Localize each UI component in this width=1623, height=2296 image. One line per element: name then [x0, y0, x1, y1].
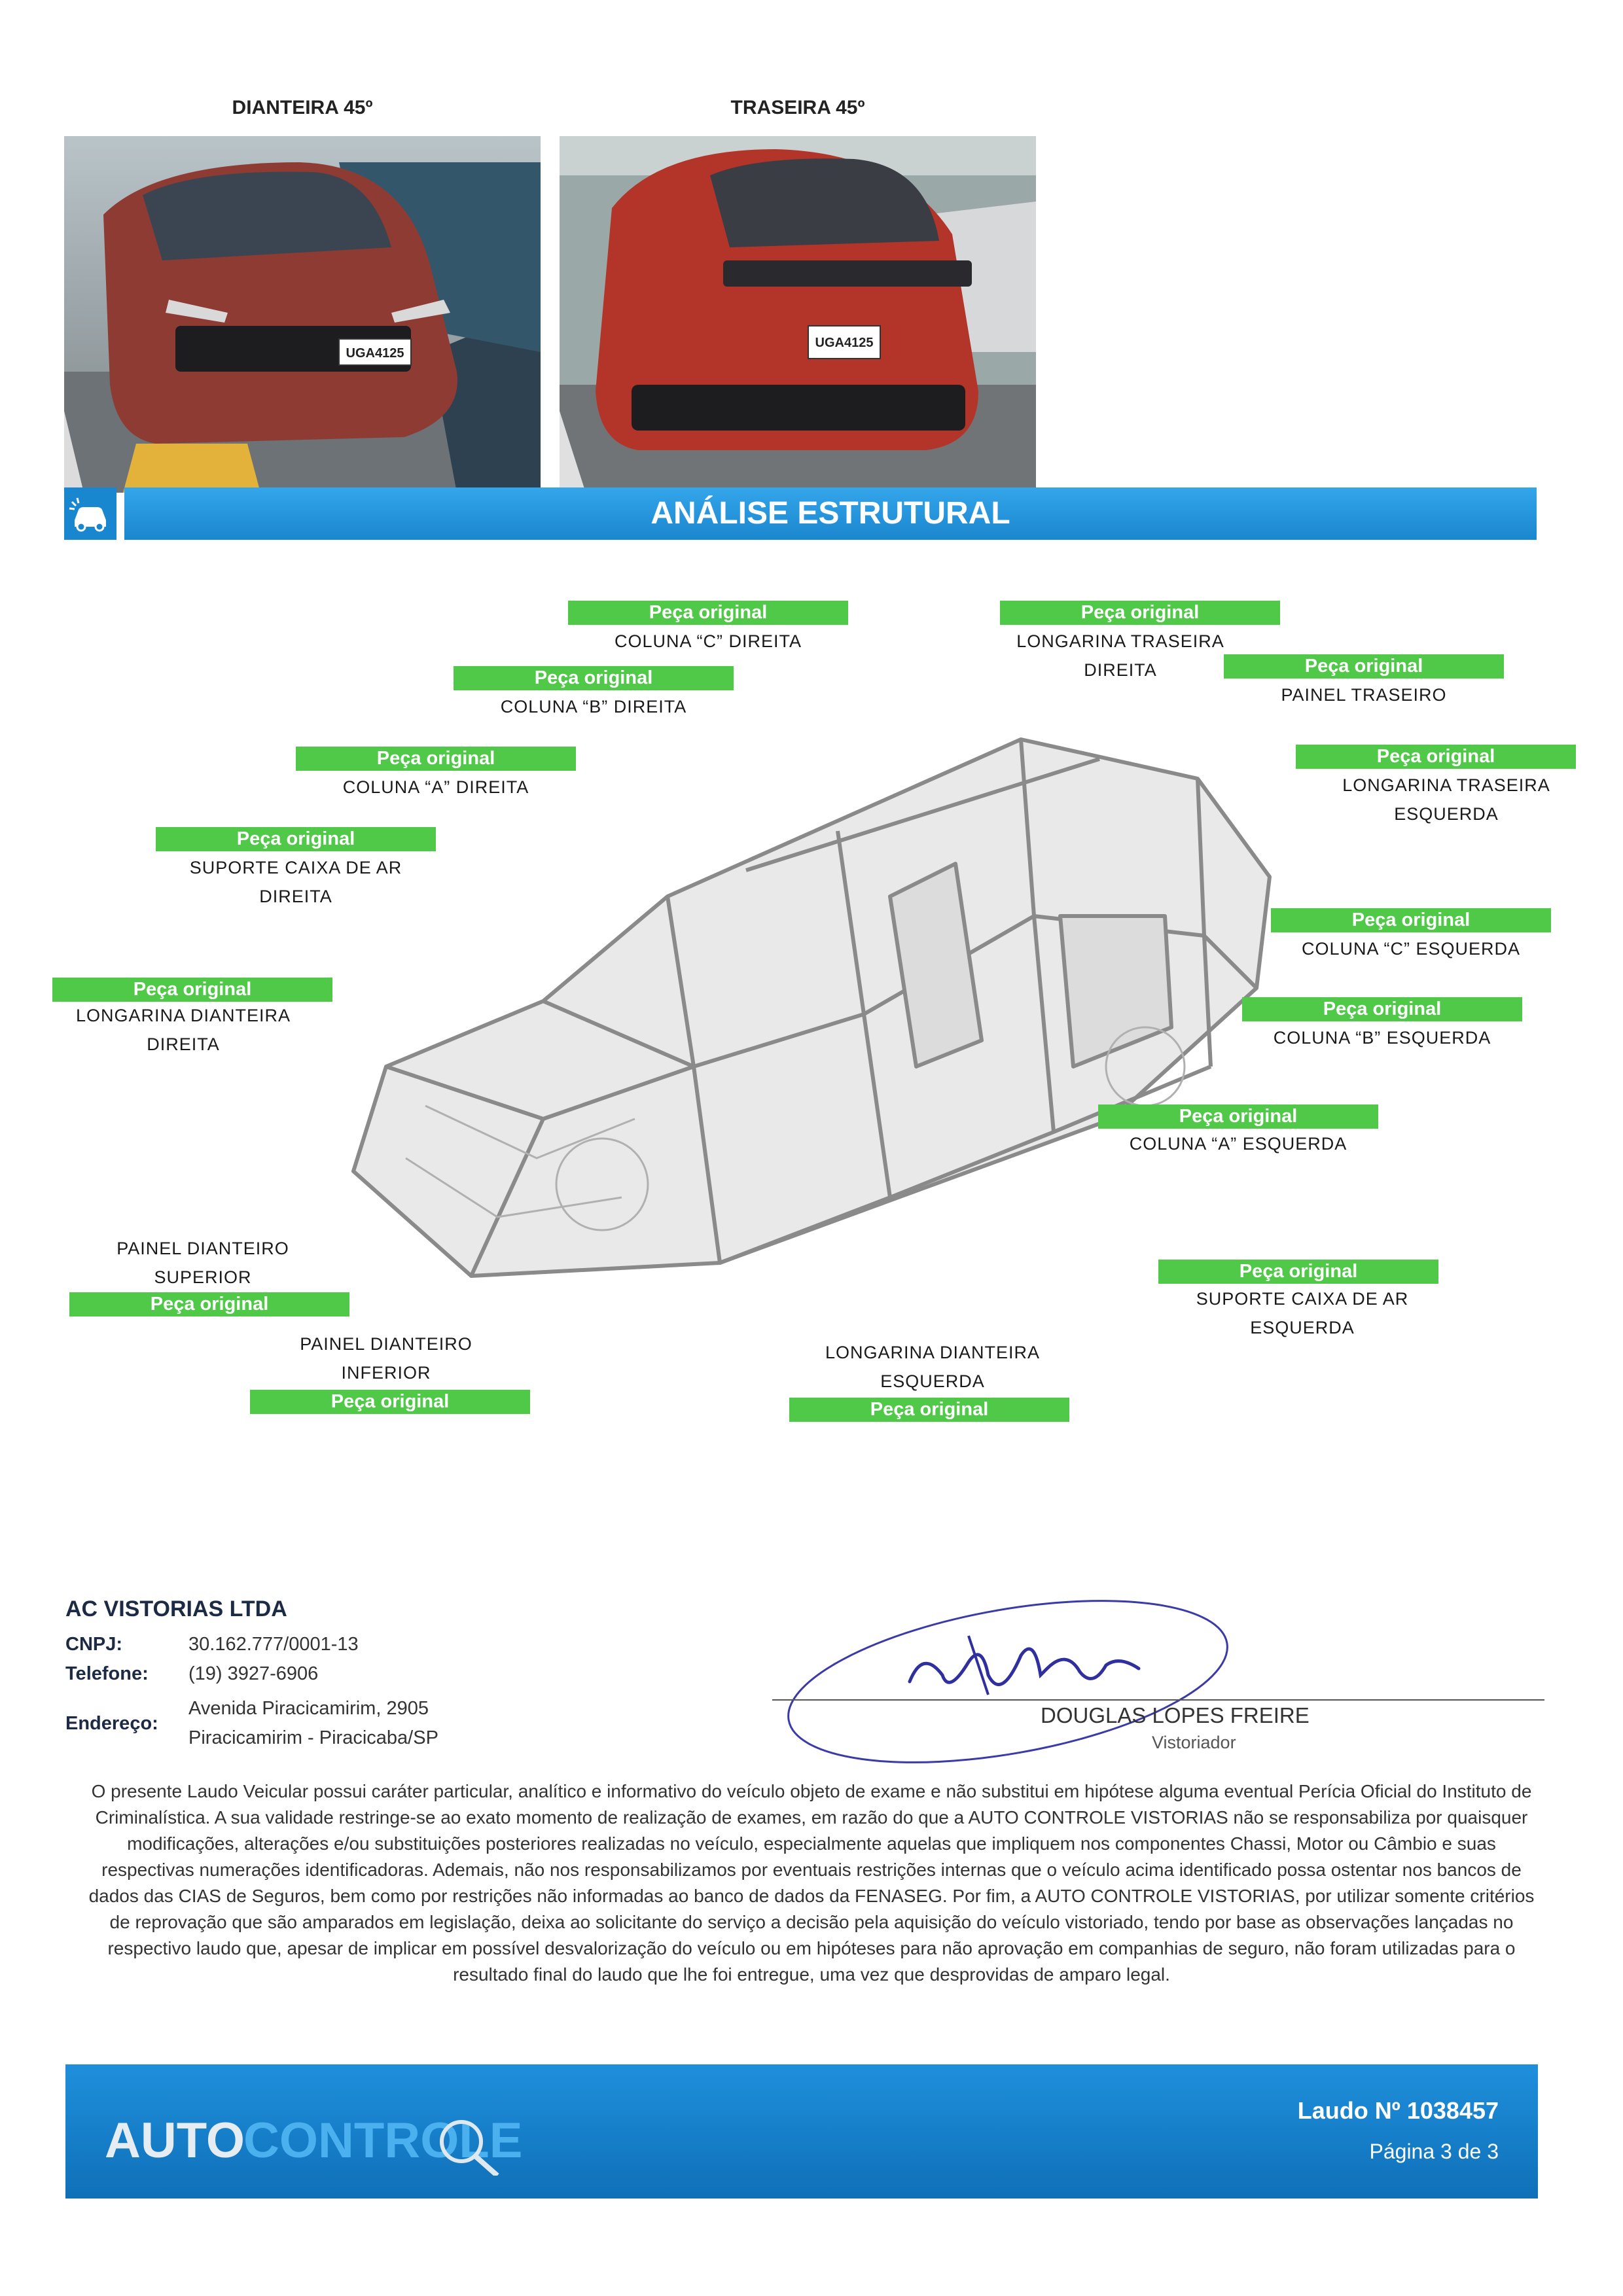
- brand-left: AUTO: [105, 2113, 245, 2168]
- part-label: SUPORTE CAIXA DE AR ESQUERDA: [1196, 1289, 1409, 1337]
- footer-bar: AUTO CONTROLE Laudo Nº 1038457 Página 3 …: [65, 2064, 1538, 2199]
- address-label: Endereço:: [65, 1713, 158, 1734]
- status-badge: Peça original: [568, 601, 848, 625]
- report-number: Laudo Nº 1038457: [1297, 2097, 1499, 2124]
- structural-analysis-header: ANÁLISE ESTRUTURAL: [124, 487, 1537, 540]
- page-indicator: Página 3 de 3: [1369, 2140, 1499, 2163]
- front-45-photo: UGA4125: [64, 136, 541, 493]
- car-crash-icon: [69, 497, 106, 532]
- part-label: COLUNA “C” ESQUERDA: [1301, 939, 1521, 959]
- part-label: COLUNA “B” DIREITA: [500, 697, 687, 716]
- phone-label: Telefone:: [65, 1663, 149, 1684]
- part-label: COLUNA “A” DIREITA: [342, 777, 529, 797]
- phone-value: (19) 3927-6906: [188, 1663, 319, 1684]
- status-badge: Peça original: [1271, 908, 1551, 932]
- part-label: LONGARINA DIANTEIRA ESQUERDA: [825, 1343, 1041, 1391]
- structural-section-icon-box: [64, 487, 116, 540]
- legal-disclaimer: O presente Laudo Veicular possui caráter…: [88, 1781, 1535, 1985]
- signature-line: [772, 1699, 1544, 1701]
- car-body-diagram: [351, 737, 1272, 1278]
- status-badge: Peça original: [1098, 1104, 1378, 1129]
- status-badge: Peça original: [69, 1292, 349, 1316]
- status-badge: Peça original: [1224, 654, 1504, 679]
- address-line2: Piracicamirim - Piracicaba/SP: [188, 1727, 438, 1748]
- status-badge: Peça original: [1242, 997, 1522, 1021]
- status-badge: Peça original: [156, 827, 436, 851]
- auto-controle-logo: AUTO CONTROLE: [105, 2113, 522, 2176]
- status-badge: Peça original: [454, 666, 734, 690]
- status-badge: Peça original: [250, 1390, 530, 1414]
- part-label: LONGARINA TRASEIRA DIREITA: [1016, 631, 1224, 680]
- rear-45-photo: UGA4125: [560, 136, 1036, 493]
- front-plate: UGA4125: [346, 346, 404, 361]
- status-badge: Peça original: [1000, 601, 1280, 625]
- signatory-role: Vistoriador: [1152, 1733, 1236, 1752]
- part-label: LONGARINA DIANTEIRA DIREITA: [75, 1006, 291, 1054]
- part-label: PAINEL DIANTEIRO INFERIOR: [300, 1334, 473, 1383]
- company-name: AC VISTORIAS LTDA: [65, 1597, 287, 1621]
- part-label: PAINEL TRASEIRO: [1281, 685, 1447, 705]
- part-label: LONGARINA TRASEIRA ESQUERDA: [1342, 775, 1550, 824]
- cnpj-value: 30.162.777/0001-13: [188, 1634, 359, 1655]
- part-label: SUPORTE CAIXA DE AR DIREITA: [189, 858, 402, 906]
- section-title: ANÁLISE ESTRUTURAL: [651, 496, 1010, 531]
- status-badge: Peça original: [1296, 745, 1576, 769]
- status-badge: Peça original: [52, 978, 332, 1002]
- magnifier-icon: [440, 2120, 483, 2163]
- part-label: PAINEL DIANTEIRO SUPERIOR: [116, 1239, 289, 1287]
- rear-plate: UGA4125: [815, 336, 874, 350]
- part-label: COLUNA “C” DIREITA: [614, 631, 802, 651]
- front-photo-caption: DIANTEIRA 45º: [232, 97, 373, 118]
- rear-photo-caption: TRASEIRA 45º: [730, 97, 865, 118]
- address-line1: Avenida Piracicamirim, 2905: [188, 1698, 429, 1719]
- signature-stamp: [787, 1600, 1228, 1763]
- cnpj-label: CNPJ:: [65, 1634, 123, 1655]
- part-label: COLUNA “A” ESQUERDA: [1129, 1134, 1347, 1154]
- signatory-name: DOUGLAS LOPES FREIRE: [1041, 1703, 1310, 1727]
- status-badge: Peça original: [789, 1398, 1069, 1422]
- status-badge: Peça original: [1158, 1260, 1438, 1284]
- status-badge: Peça original: [296, 747, 576, 771]
- part-label: COLUNA “B” ESQUERDA: [1273, 1028, 1491, 1048]
